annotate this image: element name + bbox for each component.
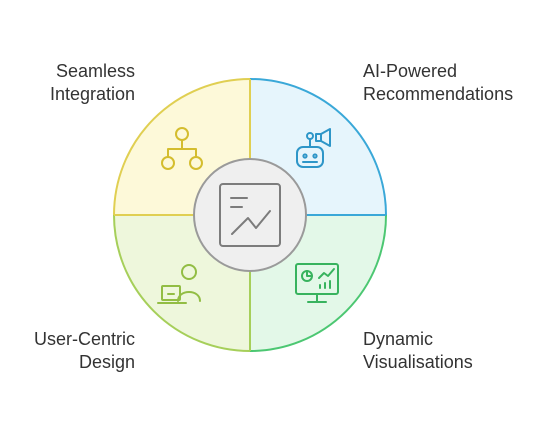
label-ai-powered-recommendations: AI-Powered Recommendations — [363, 61, 514, 104]
arc-dynamic-visualisations — [249, 214, 387, 352]
analytics-monitor-icon — [295, 263, 339, 303]
label-user-centric-design: User-Centric Design — [33, 329, 135, 372]
user-laptop-icon — [157, 264, 201, 304]
label-seamless-integration: Seamless Integration — [49, 61, 135, 104]
robot-megaphone-icon — [296, 128, 331, 168]
arc-ai-powered-recommendations — [249, 78, 387, 216]
center-circle — [193, 158, 307, 272]
arc-user-centric-design — [113, 214, 251, 352]
arc-seamless-integration — [113, 78, 251, 216]
line-chart-icon — [219, 183, 281, 247]
hierarchy-tree-icon — [161, 127, 203, 170]
label-dynamic-visualisations: Dynamic Visualisations — [363, 329, 473, 372]
